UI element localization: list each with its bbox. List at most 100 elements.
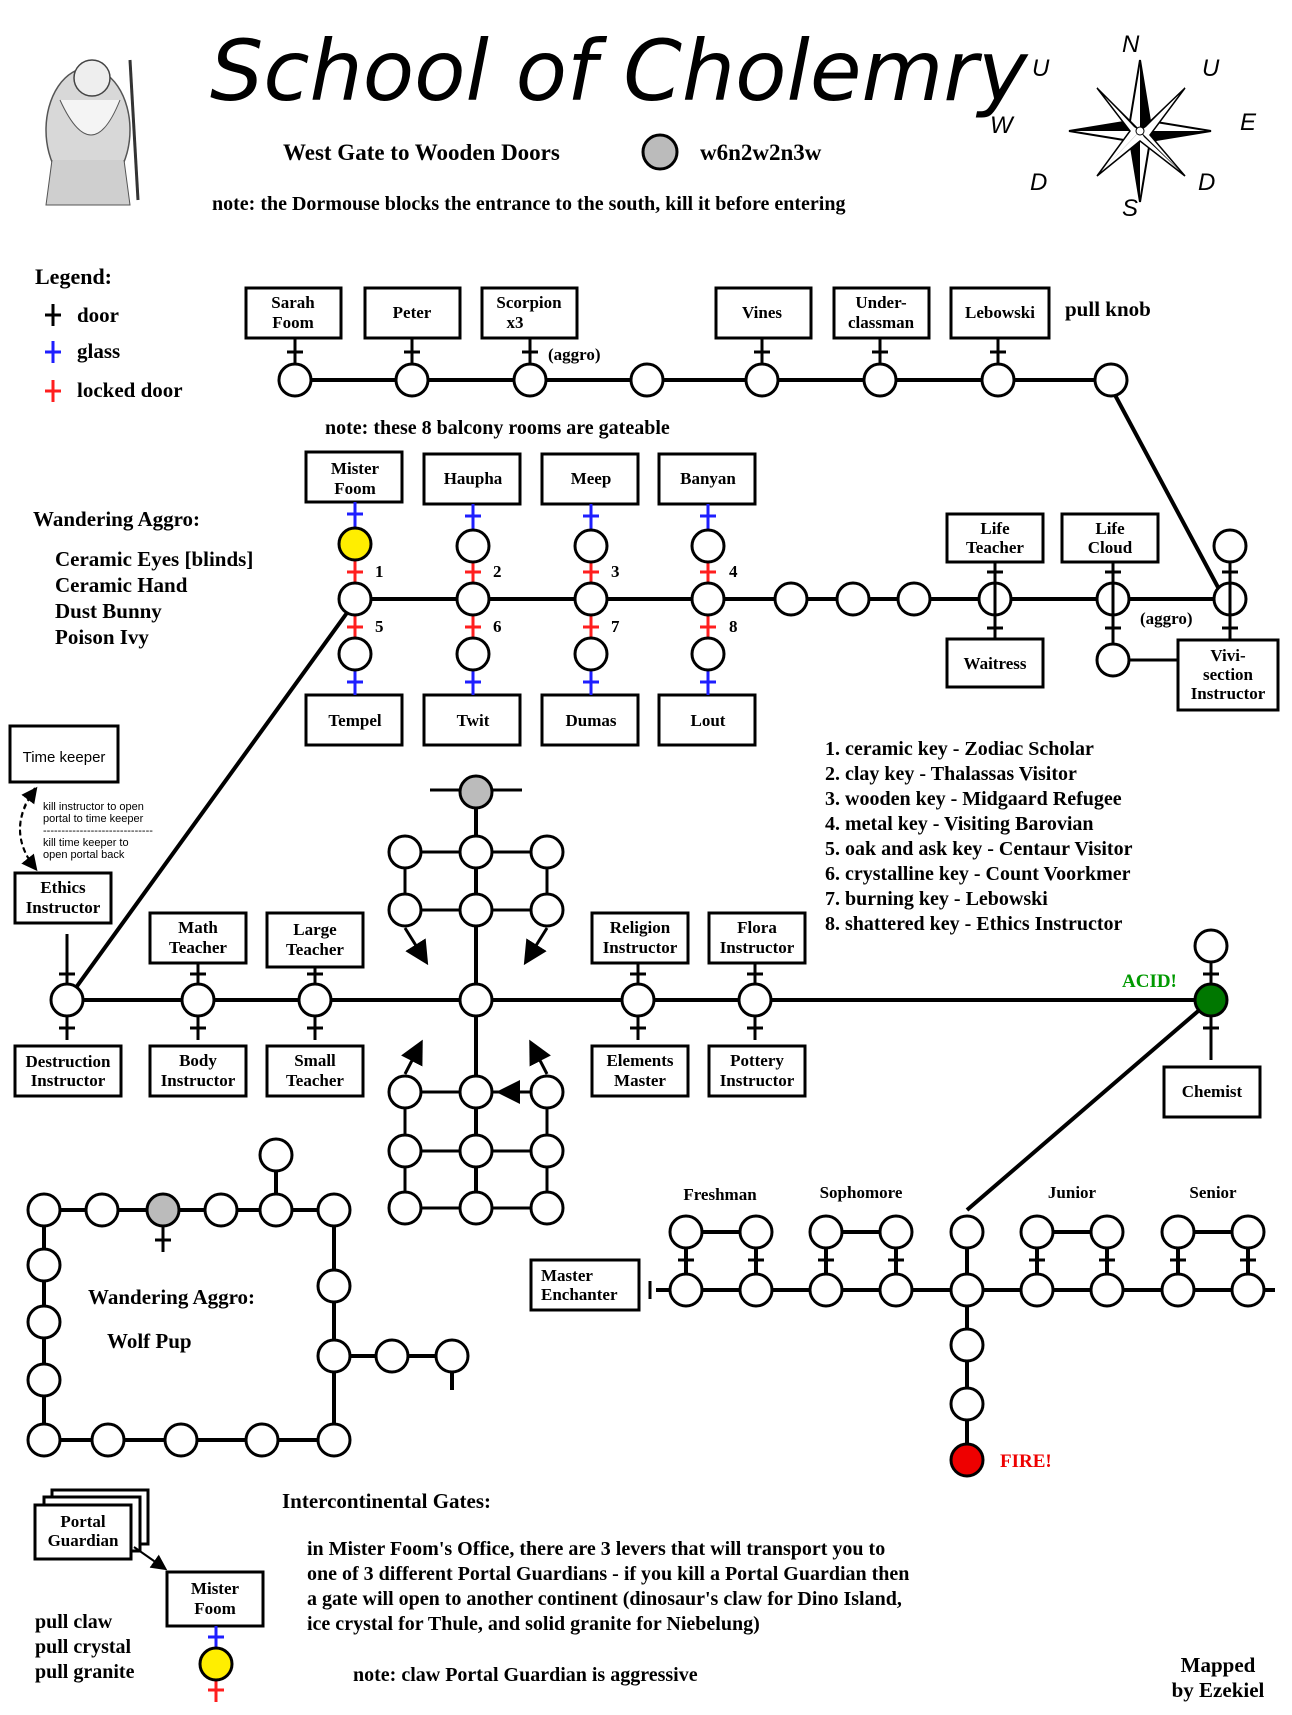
room-master-enchanter — [529, 1258, 641, 1312]
small-label-1: Small — [294, 1051, 336, 1070]
aggro-mob-3: Dust Bunny — [55, 599, 162, 623]
math-label-2: Teacher — [169, 938, 227, 957]
timekeeper-note-1b: portal to time keeper — [43, 813, 144, 825]
room-tempel: Tempel — [328, 711, 381, 730]
gates-text-1: in Mister Foom's Office, there are 3 lev… — [307, 1538, 885, 1560]
room-mister-foom-1: Mister — [331, 459, 380, 478]
key-4: 4. metal key - Visiting Barovian — [825, 813, 1094, 835]
wolf-loop-door — [155, 1226, 171, 1252]
large-label-1: Large — [293, 920, 337, 939]
legend-door-label: door — [77, 303, 119, 327]
portal-arrow-icon — [133, 1546, 168, 1571]
master-enchanter-label-2: Enchanter — [541, 1285, 618, 1304]
vivisection-label-2: section — [1203, 665, 1254, 684]
pottery-label-1: Pottery — [730, 1051, 784, 1070]
balcony-num-7: 7 — [611, 617, 620, 636]
wizard-illustration — [45, 59, 140, 206]
top-row-rooms — [244, 286, 1051, 340]
room-underclassman-1: Under- — [855, 293, 907, 312]
room-life-teacher — [945, 512, 1045, 564]
portal-guardian-label-2: Guardian — [48, 1531, 119, 1550]
room-twit: Twit — [457, 711, 490, 730]
credit-line-2: by Ezekiel — [1172, 1678, 1265, 1702]
elements-label-2: Master — [614, 1071, 666, 1090]
claw-guardian-note: note: claw Portal Guardian is aggressive — [353, 1664, 698, 1686]
west-gate-marker — [641, 133, 679, 171]
key-5: 5. oak and ask key - Centaur Visitor — [825, 838, 1133, 860]
balcony-num-8: 8 — [729, 617, 738, 636]
destruction-label-2: Instructor — [31, 1071, 106, 1090]
portal-arrow-back — [19, 786, 38, 869]
legend-glass-icon — [45, 341, 61, 363]
vivisection-label-3: Instructor — [1191, 684, 1266, 703]
room-elements-master — [590, 1044, 690, 1098]
room-meep: Meep — [571, 469, 612, 488]
route-label: West Gate to Wooden Doors — [283, 140, 560, 165]
balcony-num-3: 3 — [611, 562, 620, 581]
gates-text-4: ice crystal for Thule, and solid granite… — [307, 1613, 760, 1635]
compass-w: W — [990, 112, 1015, 139]
class-wing-doors — [648, 1248, 1256, 1299]
wandering-aggro-title: Wandering Aggro: — [33, 507, 200, 531]
class-senior-label: Senior — [1189, 1183, 1237, 1202]
pull-claw-label: pull claw — [35, 1611, 113, 1633]
class-junior-label: Junior — [1048, 1183, 1097, 1202]
room-life-cloud — [1060, 512, 1160, 564]
route-code: w6n2w2n3w — [700, 140, 822, 165]
room-body-instructor — [148, 1044, 248, 1098]
balcony-num-1: 1 — [375, 562, 384, 581]
room-chemist — [1162, 1065, 1262, 1119]
class-sophomore-label: Sophomore — [820, 1183, 903, 1202]
compass-e: E — [1240, 109, 1257, 136]
portal-guardian-stack — [33, 1488, 150, 1561]
room-large-teacher — [265, 911, 365, 969]
room-religion-instructor — [590, 911, 690, 965]
flora-label-1: Flora — [737, 918, 777, 937]
vivisection-label-1: Vivi- — [1210, 646, 1246, 665]
math-label-1: Math — [178, 918, 218, 937]
room-scorpion-1: Scorpion — [496, 293, 562, 312]
key-list: 1. ceramic key - Zodiac Scholar 2. clay … — [825, 738, 1133, 935]
legend-title: Legend: — [35, 264, 112, 289]
gates-title: Intercontinental Gates: — [282, 1489, 491, 1513]
room-waitress — [945, 637, 1045, 689]
ethics-label-1: Ethics — [40, 878, 86, 897]
center-nodes — [387, 774, 565, 1226]
balcony-num-5: 5 — [375, 617, 384, 636]
elements-label-1: Elements — [606, 1051, 673, 1070]
aggro-mob-4: Poison Ivy — [55, 625, 149, 649]
pottery-label-2: Instructor — [720, 1071, 795, 1090]
top-row-nodes — [277, 362, 1129, 398]
room-lout: Lout — [691, 711, 726, 730]
portal-doors — [208, 1626, 224, 1702]
chemist-label: Chemist — [1182, 1082, 1243, 1101]
master-enchanter-label-1: Master — [541, 1266, 593, 1285]
room-vines: Vines — [742, 303, 782, 322]
acid-label: ACID! — [1122, 971, 1177, 992]
aggro-mob-2: Ceramic Hand — [55, 573, 188, 597]
compass-d-left: D — [1030, 169, 1047, 196]
wolf-aggro-title: Wandering Aggro: — [88, 1285, 255, 1309]
key-2: 2. clay key - Thalassas Visitor — [825, 763, 1077, 785]
mister-foom-portal-label-1: Mister — [191, 1579, 240, 1598]
room-mister-foom-2: Foom — [334, 479, 376, 498]
timekeeper-note-2a: kill time keeper to — [43, 837, 129, 849]
aggro-mob-1: Ceramic Eyes [blinds] — [55, 547, 253, 571]
portal-guardian-label-1: Portal — [60, 1512, 106, 1531]
hall-nodes — [49, 928, 1229, 1018]
pull-granite-label: pull granite — [35, 1661, 135, 1683]
legend-locked-icon — [45, 380, 61, 402]
balcony-num-4: 4 — [729, 562, 738, 581]
credit-line-1: Mapped — [1181, 1653, 1256, 1677]
compass-s: S — [1122, 195, 1138, 222]
room-dumas: Dumas — [565, 711, 616, 730]
dormouse-note: note: the Dormouse blocks the entrance t… — [212, 193, 845, 215]
waitress-label: Waitress — [964, 654, 1027, 673]
room-time-keeper — [8, 724, 120, 784]
class-freshman-label: Freshman — [683, 1185, 757, 1204]
room-math-teacher — [148, 911, 248, 965]
room-scorpion-2: x3 — [507, 313, 524, 332]
top-row-doors — [287, 338, 1006, 365]
life-cloud-label-2: Cloud — [1088, 538, 1133, 557]
